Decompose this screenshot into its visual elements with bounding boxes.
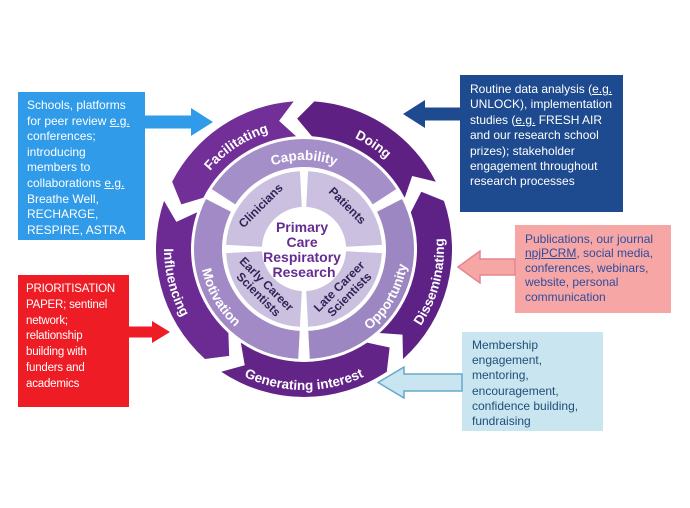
callout-influencing-text: PRIORITISATION PAPER; sentinel network; … xyxy=(26,283,115,390)
left-arrow-icon xyxy=(403,100,463,128)
callout-generating-interest-text: Membership engagement, mentoring, encour… xyxy=(472,338,579,429)
wheel-segment-influencing xyxy=(155,200,230,359)
wheel-segment-early-career-scientists xyxy=(226,251,302,327)
callout-disseminating-text: Publications, our journal xyxy=(525,232,654,246)
callout-facilitating-text-2: conferences; introducing members to coll… xyxy=(27,129,105,190)
disseminating-arrow-icon xyxy=(456,249,516,289)
wheel-segment-doing xyxy=(297,101,436,198)
left-arrow-icon xyxy=(456,249,516,285)
wheel-segment-clinicians xyxy=(226,171,302,247)
callout-facilitating-underline-2: e.g. xyxy=(104,175,125,190)
callout-doing-underline-1: e.g. xyxy=(592,82,613,96)
right-arrow-icon xyxy=(145,108,213,136)
wheel-center-circle xyxy=(262,207,346,291)
callout-facilitating-text: Schools, platforms for peer review xyxy=(27,98,126,128)
callout-doing-text: Routine data analysis ( xyxy=(470,82,593,96)
callout-doing-underline-2: e.g. xyxy=(515,112,536,127)
label-line: Respiratory xyxy=(263,249,341,265)
left-arrow-icon xyxy=(376,365,463,400)
callout-doing-text-2: UNLOCK), implementation studies ( xyxy=(470,97,613,127)
wheel-segment-motivation xyxy=(193,199,300,359)
callout-disseminating-underline: npjPCRM xyxy=(525,246,577,261)
wheel-segment-facilitating xyxy=(172,101,297,205)
right-arrow-icon xyxy=(124,321,170,343)
wheel-segment-late-career-scientists xyxy=(306,251,382,327)
wheel-segment-generating-interest xyxy=(221,342,390,398)
wheel-segment-opportunity xyxy=(308,199,415,359)
wheel-center-title: Primary Care Respiratory Research xyxy=(263,219,345,280)
callout-influencing: PRIORITISATION PAPER; sentinel network; … xyxy=(18,275,129,407)
wheel-segment-disseminating xyxy=(379,191,453,359)
generating-interest-arrow-icon xyxy=(376,365,463,404)
callout-facilitating-underline-1: e.g. xyxy=(109,113,130,128)
callout-doing: Routine data analysis (e.g. UNLOCK), imp… xyxy=(460,75,623,212)
wheel-segment-capability xyxy=(211,139,397,205)
callout-generating-interest: Membership engagement, mentoring, encour… xyxy=(462,332,603,431)
wheel-segment-patients xyxy=(306,171,382,247)
callout-facilitating-text-3: Breathe Well, RECHARGE, RESPIRE, ASTRA xyxy=(27,191,126,237)
callout-disseminating-text-2: , social media, conferences, webinars, w… xyxy=(525,246,654,304)
callout-facilitating: Schools, platforms for peer review e.g. … xyxy=(18,92,145,240)
doing-arrow-icon xyxy=(403,100,463,133)
facilitating-arrow-icon xyxy=(145,108,213,141)
research-wheel-diagram: Doing Disseminating Generating interest … xyxy=(155,101,453,398)
callout-doing-text-3: FRESH AIR and our research school prizes… xyxy=(470,112,603,189)
callout-disseminating: Publications, our journal npjPCRM, socia… xyxy=(515,225,671,313)
label-line: Care xyxy=(286,234,317,250)
label-line: Primary xyxy=(276,219,328,235)
label-line: Research xyxy=(272,264,335,280)
influencing-arrow-icon xyxy=(124,321,170,348)
